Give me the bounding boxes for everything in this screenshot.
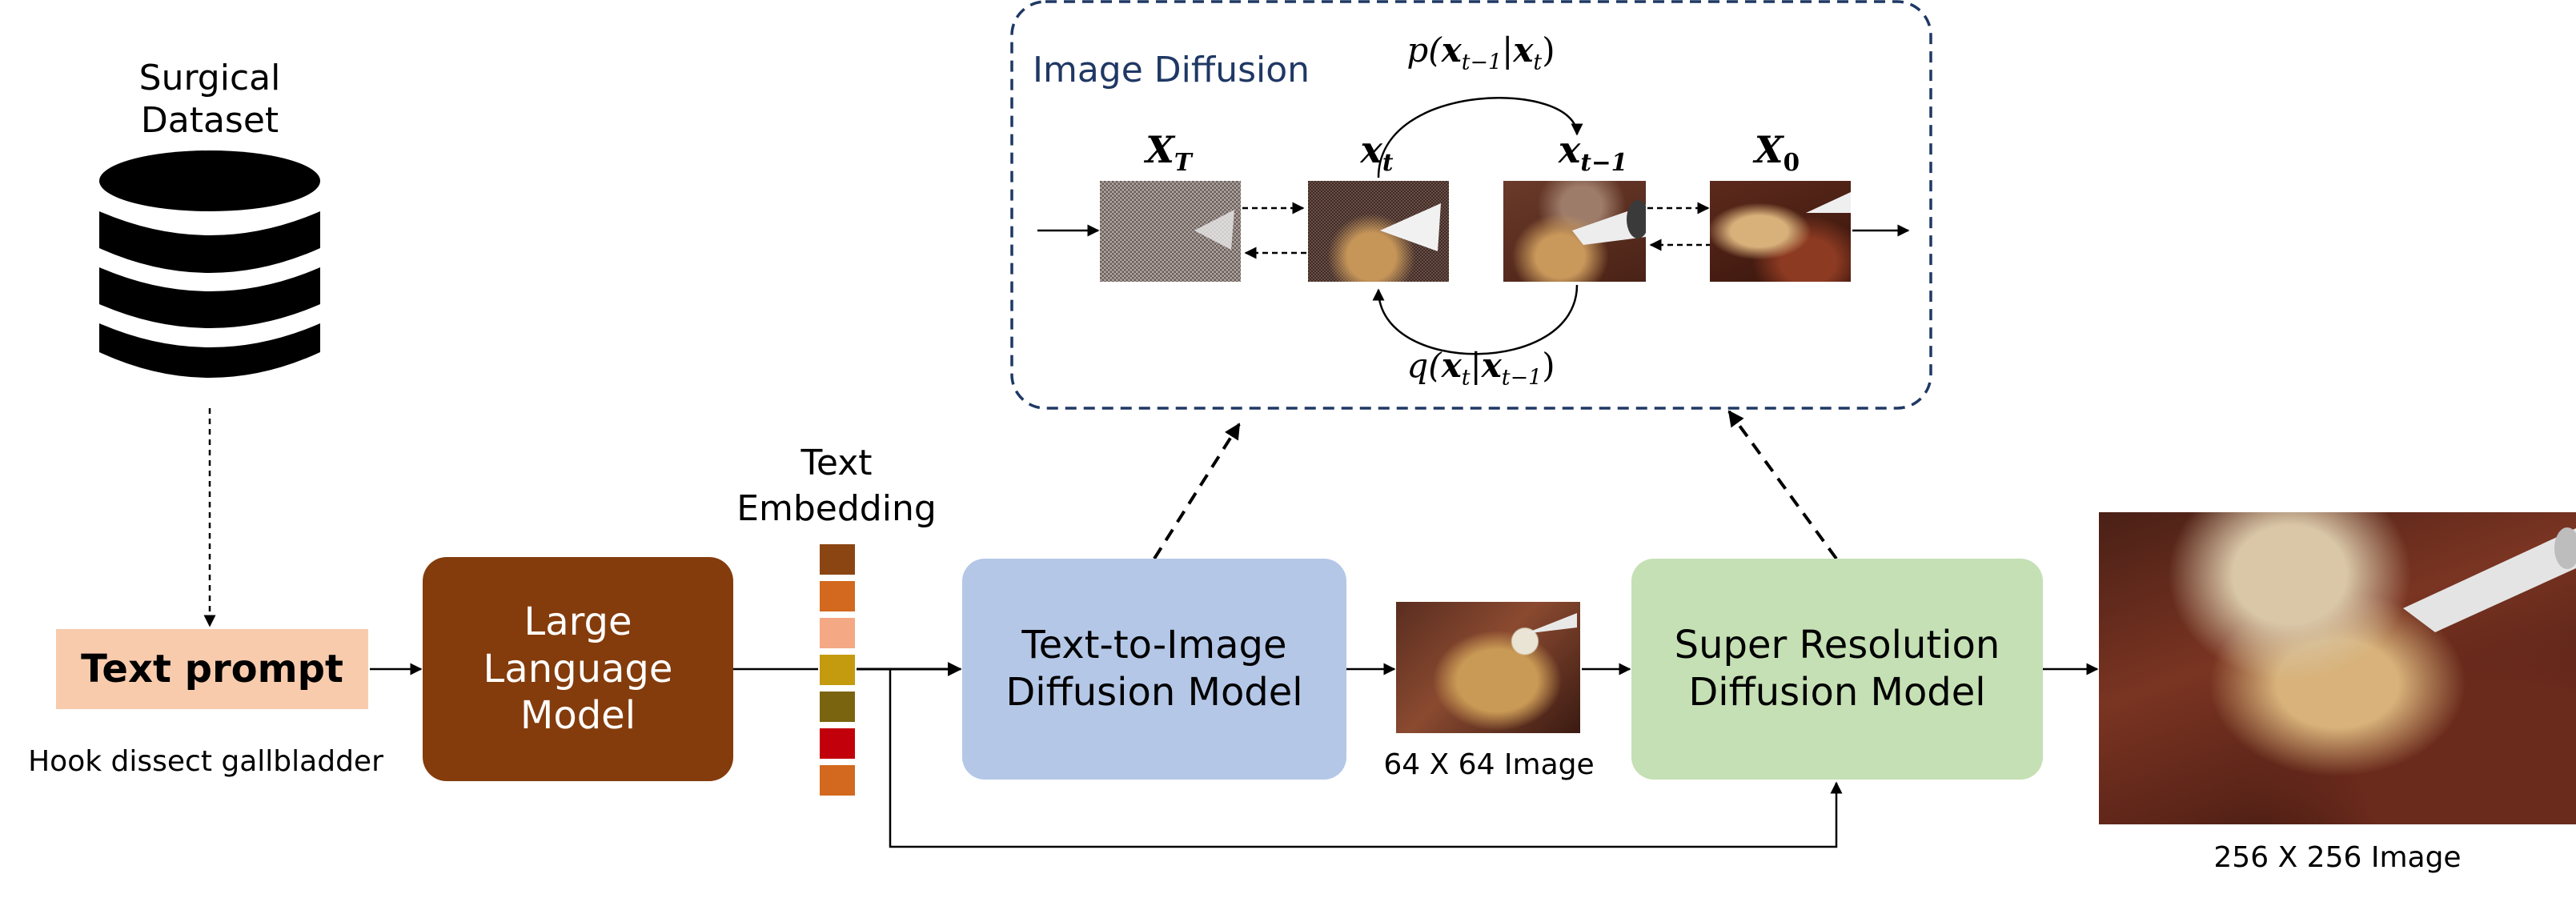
frame-xt [1308,181,1449,282]
q-transition-label: q(xt|xt−1) [1406,346,1555,391]
embedding-cell [820,655,855,685]
embedding-to-sr-path [889,669,1843,848]
diffusion-container [1010,0,1932,410]
embedding-cell [820,692,855,722]
frame-xT [1100,181,1241,282]
label-xtm1: xt−1 [1558,128,1628,177]
embedding-cell [820,728,855,759]
label-xt: xt [1360,128,1394,177]
q-curve-arrow [1372,284,1579,355]
image-64-caption: 64 X 64 Image [1383,748,1595,781]
llm-box: Large Language Model [423,557,733,781]
sr-model-box: Super Resolution Diffusion Model [1631,559,2043,780]
frame-xtm1 [1503,181,1646,282]
database-icon [99,150,320,378]
embedding-cell [820,765,855,796]
t2i-to-diffusion-arrow [1153,423,1241,560]
dataset-label: Surgical Dataset [138,58,281,141]
diffusion-title: Image Diffusion [1033,50,1310,90]
prompt-caption: Hook dissect gallbladder [28,745,383,778]
embedding-label: Text Embedding [736,443,937,530]
text-embedding-vector [820,544,855,802]
embedding-cell [820,618,855,648]
text-prompt-box: Text prompt [56,629,368,709]
image-256 [2099,512,2576,824]
image-256-caption: 256 X 256 Image [2213,841,2462,874]
p-curve-arrow [1377,97,1583,178]
embedding-cell [820,581,855,611]
sr-to-diffusion-arrow [1727,410,1838,560]
embedding-cell [820,544,855,575]
p-transition-label: p(xt−1|xt) [1406,30,1555,75]
text-prompt-label: Text prompt [81,646,343,692]
label-x0: X0 [1754,128,1800,177]
image-64 [1396,602,1580,733]
t2i-model-box: Text-to-Image Diffusion Model [962,559,1346,780]
frame-x0 [1710,181,1851,282]
label-xT: XT [1146,128,1192,177]
